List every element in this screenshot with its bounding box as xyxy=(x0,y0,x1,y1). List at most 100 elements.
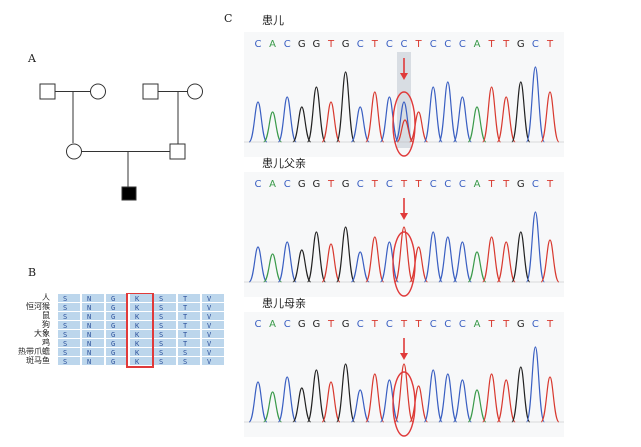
trace-peak xyxy=(379,379,399,423)
species-label: 狗 xyxy=(42,320,50,329)
base-call: C xyxy=(255,319,262,330)
alignment-residue: S xyxy=(159,331,163,339)
alignment-cell xyxy=(58,312,80,320)
pedigree-father xyxy=(169,143,186,160)
base-call: C xyxy=(532,319,539,330)
alignment-residue: N xyxy=(87,322,91,330)
base-call: T xyxy=(371,319,379,330)
alignment-residue: S xyxy=(63,349,67,357)
base-call: C xyxy=(430,39,437,50)
species-label: 鸡 xyxy=(42,338,50,347)
alignment-cell xyxy=(58,321,80,329)
trace-peak xyxy=(511,231,531,283)
pedigree-grandfather-right xyxy=(142,83,159,100)
trace-peak xyxy=(394,363,414,423)
base-call: C xyxy=(430,179,437,190)
trace-peak xyxy=(511,81,531,143)
base-call: C xyxy=(459,319,466,330)
trace-peak xyxy=(365,236,385,283)
alignment-residue: K xyxy=(135,358,140,366)
alignment-cell xyxy=(106,303,128,311)
base-call: A xyxy=(474,179,481,190)
alignment-residue: G xyxy=(111,295,115,303)
trace-peak xyxy=(277,96,297,143)
alignment-residue: T xyxy=(183,304,188,312)
alignment-cell xyxy=(178,294,200,302)
alignment-cell xyxy=(58,303,80,311)
trace-peak xyxy=(423,86,443,143)
trace-peak xyxy=(409,111,429,143)
alignment-cell xyxy=(82,294,104,302)
base-call: T xyxy=(502,179,510,190)
base-call: C xyxy=(386,179,393,190)
base-call: A xyxy=(269,39,276,50)
trace-peak xyxy=(525,66,545,143)
alignment-residue: S xyxy=(63,340,67,348)
alignment-cell xyxy=(106,357,128,365)
alignment-cell xyxy=(106,330,128,338)
trace-title-proband: 患儿 xyxy=(262,14,284,27)
alignment-residue: S xyxy=(63,322,67,330)
alignment-residue: T xyxy=(183,331,188,339)
alignment-cell xyxy=(130,330,152,338)
trace-peak xyxy=(482,86,502,143)
alignment-residue: T xyxy=(183,322,188,330)
base-call: A xyxy=(474,319,481,330)
alignment-cell xyxy=(58,294,80,302)
base-call: G xyxy=(517,319,525,330)
alignment-cell xyxy=(106,339,128,347)
alignment-cell xyxy=(130,312,152,320)
alignment-residue: G xyxy=(111,340,115,348)
trace-title-mother: 患儿母亲 xyxy=(262,297,306,310)
trace-peak xyxy=(336,363,356,423)
alignment-species-labels: 人 恒河猴 鼠 狗 大象 鸡 热带爪蟾 斑马鱼 xyxy=(5,294,50,374)
alignment-residue: S xyxy=(63,295,67,303)
trace-peak xyxy=(336,226,356,283)
trace-peak xyxy=(540,91,560,143)
alignment-cell xyxy=(58,330,80,338)
base-call: G xyxy=(517,39,525,50)
alignment-cell xyxy=(202,321,224,329)
base-call: T xyxy=(327,39,335,50)
alignment-residue: K xyxy=(135,295,140,303)
alignment-residue: V xyxy=(207,331,212,339)
panel-label-a: A xyxy=(28,52,36,65)
variant-arrow-head xyxy=(400,73,408,80)
trace-peak xyxy=(482,236,502,283)
base-call: G xyxy=(342,39,350,50)
base-call: C xyxy=(284,179,291,190)
trace-peak xyxy=(511,366,531,423)
alignment-cell xyxy=(178,330,200,338)
trace-peak xyxy=(540,376,560,423)
pedigree-proband xyxy=(121,186,137,201)
alignment-residue: V xyxy=(207,313,212,321)
alignment-residue: N xyxy=(87,304,91,312)
base-call: C xyxy=(532,179,539,190)
trace-peak xyxy=(365,91,385,143)
base-call: T xyxy=(546,179,554,190)
base-call: C xyxy=(430,319,437,330)
trace-peak xyxy=(525,346,545,423)
alignment-residue: N xyxy=(87,295,91,303)
panel-label-b: B xyxy=(28,266,37,279)
alignment-residue: G xyxy=(111,304,115,312)
trace-peak xyxy=(292,249,312,283)
alignment-residue: G xyxy=(111,313,115,321)
alignment-residue: S xyxy=(159,295,163,303)
pedigree-chart xyxy=(39,83,203,201)
base-call: G xyxy=(313,319,321,330)
base-call: T xyxy=(488,39,496,50)
trace-title-father: 患儿父亲 xyxy=(262,157,306,170)
alignment-cell xyxy=(154,348,176,356)
alignment-cell xyxy=(106,294,128,302)
alignment-residue: S xyxy=(63,358,67,366)
base-call: C xyxy=(459,39,466,50)
alignment-cell xyxy=(154,339,176,347)
base-call: C xyxy=(386,319,393,330)
alignment-cell xyxy=(178,339,200,347)
trace-background xyxy=(244,312,564,437)
base-call: A xyxy=(269,319,276,330)
alignment-cell xyxy=(154,321,176,329)
alignment-residue: N xyxy=(87,349,91,357)
trace-peak xyxy=(321,243,341,283)
